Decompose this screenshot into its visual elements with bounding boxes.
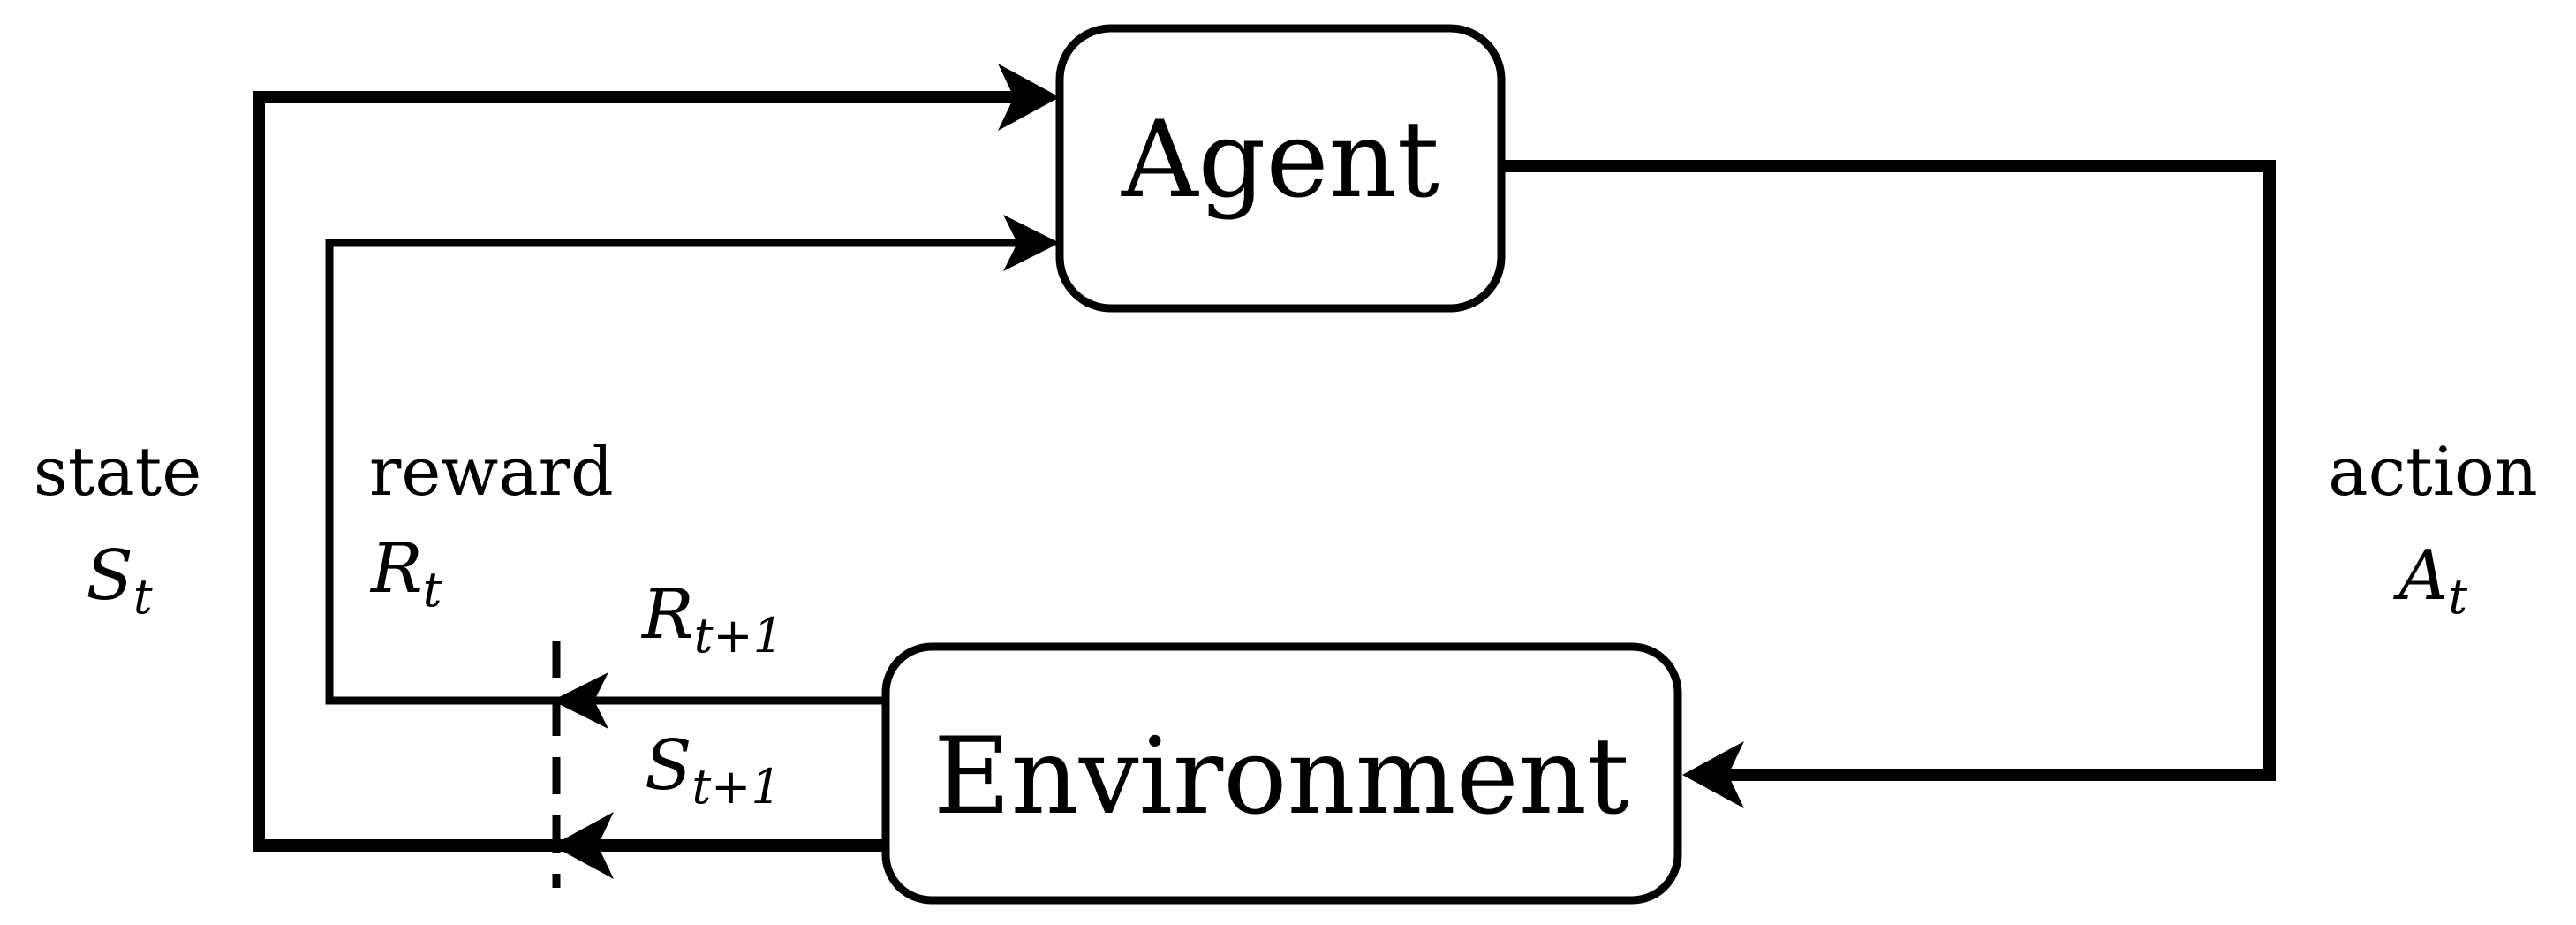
- state-arrowhead: [998, 64, 1060, 131]
- agent-box: [1055, 24, 1506, 313]
- agent-label: Agent: [1121, 99, 1439, 222]
- state-label: state: [34, 432, 201, 511]
- action-symbol-subscript: t: [2448, 569, 2467, 625]
- next-reward-symbol-subscript: t+1: [694, 608, 783, 663]
- action-arrowhead: [1682, 741, 1744, 808]
- state-symbol-letter: S: [86, 536, 132, 616]
- reward-arrowhead: [1003, 215, 1060, 271]
- next-state-symbol-subscript: t+1: [691, 759, 781, 815]
- action-label: action: [2328, 432, 2537, 511]
- action-symbol-letter: A: [2393, 536, 2448, 616]
- environment-label: Environment: [933, 716, 1629, 838]
- reward-label: reward: [369, 432, 614, 511]
- next-state-symbol: St+1: [645, 726, 782, 815]
- state-symbol-subscript: t: [133, 569, 153, 625]
- reward-symbol-subscript: t: [423, 562, 442, 618]
- next-reward-symbol-letter: R: [640, 575, 694, 655]
- state-symbol: St: [86, 536, 152, 625]
- action-line: [1501, 160, 2276, 781]
- reward-feedback-line: [325, 239, 1033, 705]
- next-reward-arrowhead: [552, 672, 608, 729]
- reward-symbol: Rt: [369, 529, 442, 618]
- next-reward-symbol: Rt+1: [640, 575, 783, 663]
- next-state-arrowhead: [552, 812, 614, 879]
- environment-box: [881, 642, 1682, 905]
- reward-symbol-letter: R: [369, 529, 423, 609]
- next-state-symbol-letter: S: [645, 726, 691, 806]
- action-symbol: At: [2393, 536, 2467, 625]
